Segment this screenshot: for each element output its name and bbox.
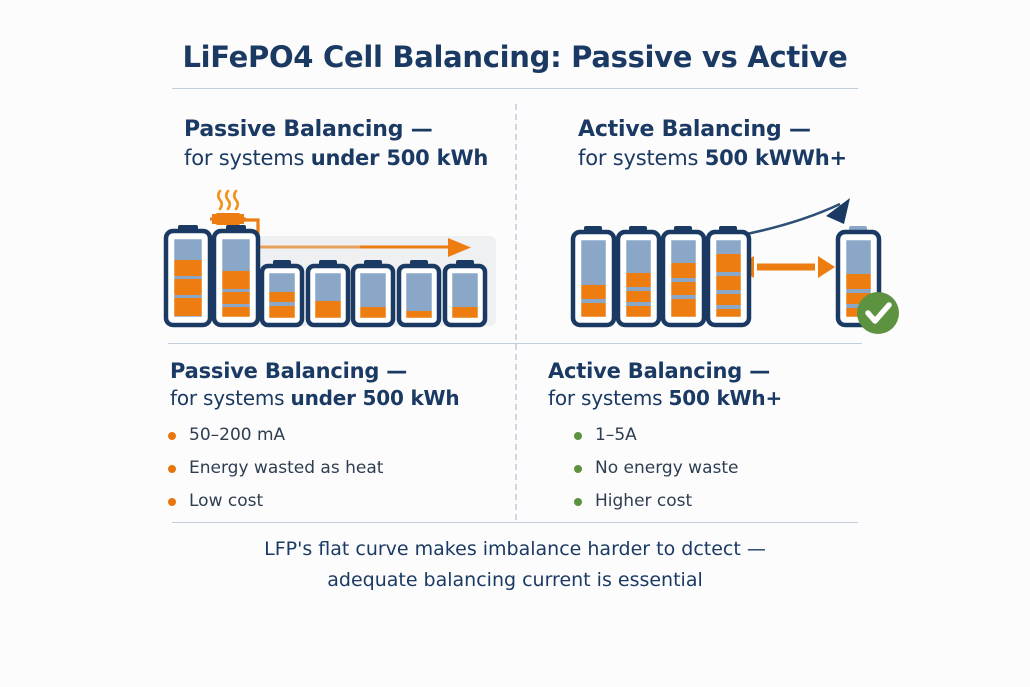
list-item-label: 50–200 mA <box>189 425 286 445</box>
bullet-dot-icon <box>574 498 582 506</box>
divider-bottom <box>172 522 858 523</box>
heat-waves-icon <box>216 189 240 211</box>
passive-detail-prefix: for systems <box>170 386 291 411</box>
list-item: No energy waste <box>574 458 738 478</box>
passive-cell-3 <box>259 260 305 328</box>
passive-detail-line1: Passive Balancing — <box>170 359 408 383</box>
list-item: Higher cost <box>574 491 738 511</box>
active-cell-3 <box>660 226 707 328</box>
list-item: Energy wasted as heat <box>168 458 383 478</box>
list-item-label: Low cost <box>189 491 264 511</box>
passive-cell-4 <box>305 260 351 328</box>
active-heading-strong: 500 kWWh+ <box>704 145 847 170</box>
active-detail-prefix: for systems <box>548 386 669 411</box>
active-cell-1 <box>570 226 617 328</box>
transfer-arrow-icon <box>737 256 835 278</box>
passive-panel-heading: Passive Balancing — for systems under 50… <box>184 116 488 172</box>
active-heading-line2: for systems 500 kWWh+ <box>578 145 847 172</box>
list-item-label: Energy wasted as heat <box>189 458 384 478</box>
passive-cell-7 <box>442 260 488 328</box>
resistor-icon <box>210 213 246 225</box>
bullet-dot-icon <box>574 465 582 473</box>
active-detail-line2: for systems 500 kWh+ <box>548 385 782 411</box>
passive-detail-heading: Passive Balancing — for systems under 50… <box>170 358 460 411</box>
active-detail-line1: Active Balancing — <box>548 359 771 383</box>
footer-line1: LFP's flat curve makes imbalance harder … <box>264 538 766 560</box>
flow-arrow-icon <box>260 238 471 257</box>
footer-line2: adequate balancing current is essential <box>327 568 703 591</box>
active-detail-heading: Active Balancing — for systems 500 kWh+ <box>548 358 782 411</box>
check-badge-icon <box>857 292 899 334</box>
list-item: 1–5A <box>574 425 738 445</box>
active-balancing-illustration <box>570 198 899 334</box>
footer-note: LFP's flat curve makes imbalance harder … <box>0 534 1030 596</box>
list-item-label: Higher cost <box>595 491 693 511</box>
passive-heading-line1: Passive Balancing — <box>184 117 433 142</box>
active-panel-heading: Active Balancing — for systems 500 kWWh+ <box>578 116 847 172</box>
page-title: LiFePO4 Cell Balancing: Passive vs Activ… <box>182 40 848 74</box>
active-heading-line1: Active Balancing — <box>578 117 811 142</box>
passive-heading-line2: for systems under 500 kWh <box>184 145 488 172</box>
passive-cell-1 <box>163 225 213 328</box>
list-item-label: 1–5A <box>595 425 637 445</box>
list-item: 50–200 mA <box>168 425 383 445</box>
passive-detail-line2: for systems under 500 kWh <box>170 385 460 411</box>
list-item-label: No energy waste <box>595 458 739 478</box>
passive-feature-list: 50–200 mA Energy wasted as heat Low cost <box>168 425 383 524</box>
passive-cell-5 <box>350 260 396 328</box>
bullet-dot-icon <box>168 498 176 506</box>
active-detail-strong: 500 kWh+ <box>668 386 783 411</box>
bullet-dot-icon <box>168 465 176 473</box>
bullet-dot-icon <box>168 432 176 440</box>
passive-detail-strong: under 500 kWh <box>290 386 460 411</box>
active-cell-4 <box>705 226 752 328</box>
bullet-dot-icon <box>574 432 582 440</box>
active-feature-list: 1–5A No energy waste Higher cost <box>574 425 738 524</box>
passive-heading-strong: under 500 kWh <box>310 145 489 170</box>
passive-cell-2 <box>211 225 261 328</box>
active-heading-prefix: for systems <box>578 145 705 170</box>
active-cell-2 <box>615 226 662 328</box>
divider-top <box>172 88 858 89</box>
vertical-divider <box>515 104 517 520</box>
passive-heading-prefix: for systems <box>184 145 311 170</box>
divider-middle <box>168 343 862 344</box>
passive-cell-6 <box>396 260 442 328</box>
list-item: Low cost <box>168 491 383 511</box>
passive-balancing-illustration <box>163 189 496 328</box>
